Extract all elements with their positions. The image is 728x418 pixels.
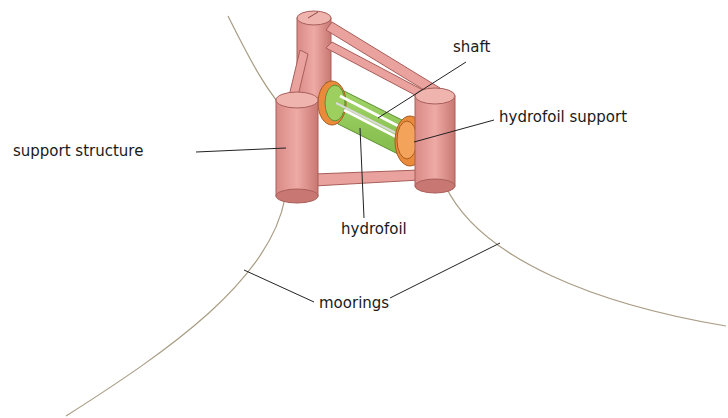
part-label: support structure xyxy=(12,142,144,160)
part-label: hydrofoil support xyxy=(498,108,628,126)
mooring-line xyxy=(66,16,726,416)
leader-line xyxy=(196,62,500,302)
part-label: shaft xyxy=(452,38,491,56)
support-brace xyxy=(314,170,420,186)
support-column xyxy=(276,88,455,203)
part-label: moorings xyxy=(318,294,390,312)
part-label: hydrofoil xyxy=(340,220,408,238)
hydrofoil-rotor xyxy=(318,81,425,166)
